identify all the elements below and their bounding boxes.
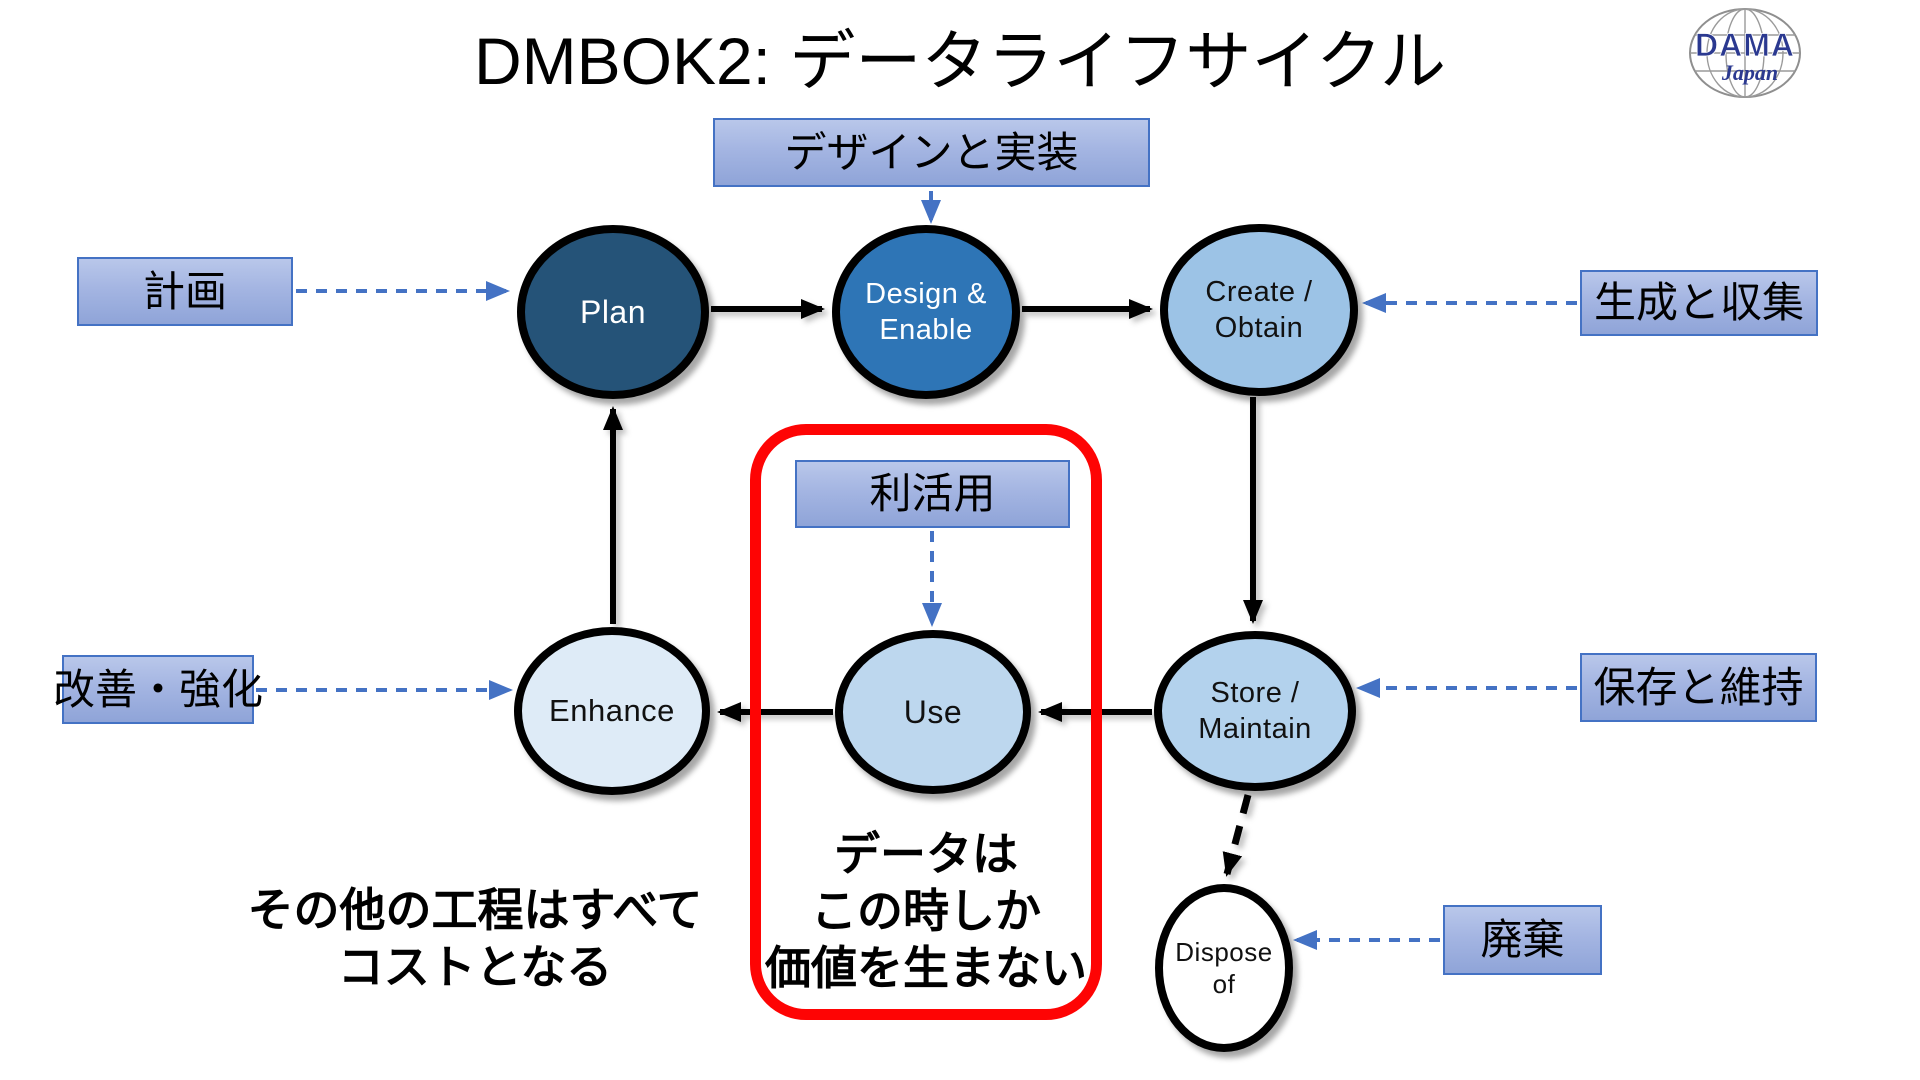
value-note: データは この時しか 価値を生まない — [765, 828, 1087, 995]
label-enhance-jp: 改善・強化 — [53, 655, 263, 724]
dama-japan-logo: DAMA Japan — [1686, 4, 1806, 106]
label-store-jp: 保存と維持 — [1580, 653, 1817, 722]
arrow-store-to-dispose — [1222, 794, 1252, 877]
label-use-jp: 利活用 — [795, 460, 1070, 528]
node-dispose-of: Dispose of — [1155, 884, 1293, 1052]
label-design-impl: デザインと実装 — [713, 118, 1150, 187]
globe-icon: DAMA Japan — [1689, 8, 1801, 98]
logo-text-japan: Japan — [1721, 60, 1778, 85]
node-enhance: Enhance — [514, 627, 710, 795]
label-plan-jp: 計画 — [77, 257, 293, 326]
node-create-obtain: Create / Obtain — [1160, 224, 1358, 396]
node-use-label: Use — [903, 694, 963, 730]
node-use: Use — [835, 630, 1031, 794]
node-enhance-label: Enhance — [549, 692, 675, 728]
node-create-obtain-label: Create / Obtain — [1205, 275, 1313, 344]
node-store-maintain-label: Store / Maintain — [1198, 676, 1312, 745]
cost-note: その他の工程はすべて コストとなる — [247, 884, 703, 994]
label-dispose-jp: 廃棄 — [1443, 905, 1602, 975]
node-dispose-of-label: Dispose of — [1175, 936, 1273, 1000]
node-design-enable-label: Design & Enable — [865, 277, 987, 346]
node-plan: Plan — [517, 225, 709, 399]
node-plan-label: Plan — [579, 294, 647, 330]
node-store-maintain: Store / Maintain — [1154, 631, 1356, 791]
node-design-enable: Design & Enable — [832, 225, 1020, 399]
logo-text-dama: DAMA — [1695, 27, 1795, 63]
page-title: DMBOK2: データライフサイクル — [473, 24, 1447, 98]
label-create-jp: 生成と収集 — [1580, 270, 1818, 336]
